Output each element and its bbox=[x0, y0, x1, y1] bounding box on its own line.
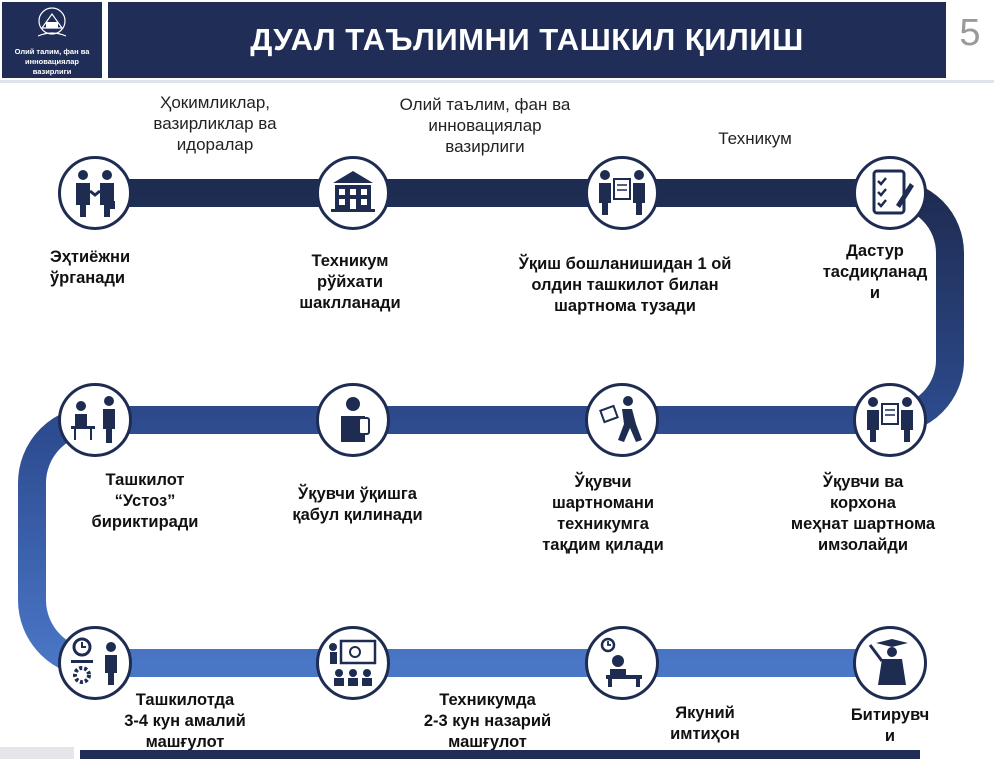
step-node-6 bbox=[316, 383, 390, 457]
step-node-5 bbox=[58, 383, 132, 457]
document-delivery-icon bbox=[599, 396, 642, 442]
schedule-icon bbox=[71, 637, 117, 685]
classroom-icon bbox=[329, 639, 377, 686]
step-node-9 bbox=[58, 626, 132, 700]
exam-icon bbox=[600, 637, 642, 687]
agreement-icon bbox=[867, 397, 913, 442]
handshake-icon bbox=[76, 170, 115, 217]
checklist-icon bbox=[872, 169, 914, 215]
footer-strip-left bbox=[0, 747, 74, 759]
header-divider bbox=[0, 80, 994, 83]
footer-bar bbox=[80, 750, 920, 759]
student-icon bbox=[341, 397, 370, 442]
slide-title: ДУАЛ ТАЪЛИМНИ ТАШКИЛ ҚИЛИШ bbox=[108, 2, 946, 78]
graduate-icon bbox=[868, 639, 908, 685]
step-label-5: Ташкилот“Устоз”бириктиради bbox=[91, 471, 199, 531]
step-node-4 bbox=[853, 156, 927, 230]
step-node-12 bbox=[853, 626, 927, 700]
step-node-3 bbox=[585, 156, 659, 230]
ministry-logo: Олий талим, фан ва инновациялар вазирлиг… bbox=[2, 2, 102, 78]
step-node-11 bbox=[585, 626, 659, 700]
header: Олий талим, фан ва инновациялар вазирлиг… bbox=[0, 0, 994, 80]
logo-text-line1: Олий талим, фан ва bbox=[14, 47, 90, 56]
step-node-2 bbox=[316, 156, 390, 230]
contract-signing-icon bbox=[599, 170, 645, 215]
mentor-icon bbox=[71, 396, 115, 443]
step-node-8 bbox=[853, 383, 927, 457]
step-node-10 bbox=[316, 626, 390, 700]
logo-text-line2: инновациялар bbox=[24, 57, 80, 66]
step-node-1 bbox=[58, 156, 132, 230]
step-node-7 bbox=[585, 383, 659, 457]
logo-text-line3: вазирлиги bbox=[32, 67, 72, 76]
emblem-icon bbox=[37, 7, 67, 37]
school-building-icon bbox=[331, 171, 375, 212]
track-path bbox=[18, 179, 964, 677]
actor-label-technikum: Техникум bbox=[718, 129, 792, 148]
page-number: 5 bbox=[959, 12, 981, 54]
